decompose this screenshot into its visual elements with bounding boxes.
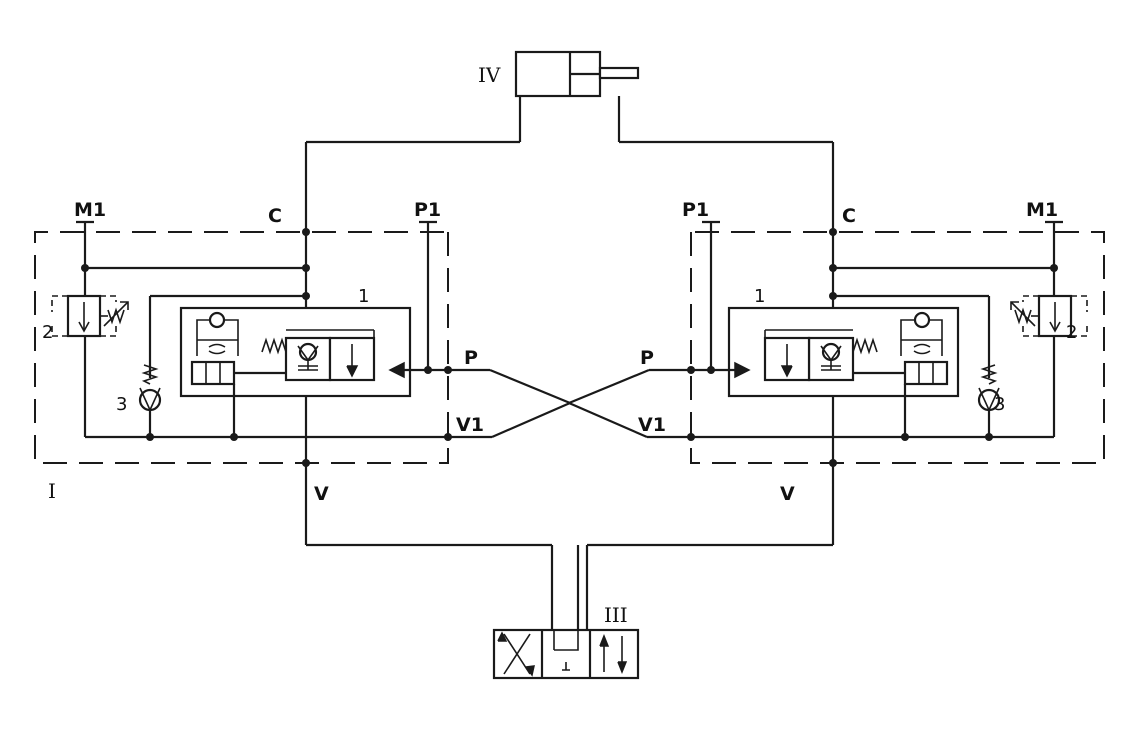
label-m1-left: M1	[74, 199, 106, 221]
label-roman-iii: III	[604, 603, 628, 627]
label-p1-right: P1	[682, 199, 709, 221]
label-v-right: V	[780, 483, 795, 505]
cylinder-iv	[514, 50, 640, 98]
label-roman-iv: IV	[478, 63, 501, 87]
label-roman-i: I	[48, 479, 56, 503]
label-p-left: P	[464, 347, 478, 369]
label-v1-left: V1	[456, 414, 484, 436]
label-2-left: 2	[42, 322, 53, 343]
label-c-right: C	[842, 205, 856, 227]
label-c-left: C	[268, 205, 282, 227]
label-v1-right: V1	[638, 414, 666, 436]
label-3-left: 3	[116, 394, 127, 415]
label-1-left: 1	[358, 286, 369, 307]
label-v-left: V	[314, 483, 329, 505]
directional-valve-iii	[492, 628, 640, 680]
label-1-right: 1	[754, 286, 765, 307]
label-2-right: 2	[1066, 322, 1077, 343]
label-3-right: 3	[994, 394, 1005, 415]
left-valve-module	[33, 94, 572, 632]
label-p1-left: P1	[414, 199, 441, 221]
label-p-right: P	[640, 347, 654, 369]
label-m1-right: M1	[1026, 199, 1058, 221]
